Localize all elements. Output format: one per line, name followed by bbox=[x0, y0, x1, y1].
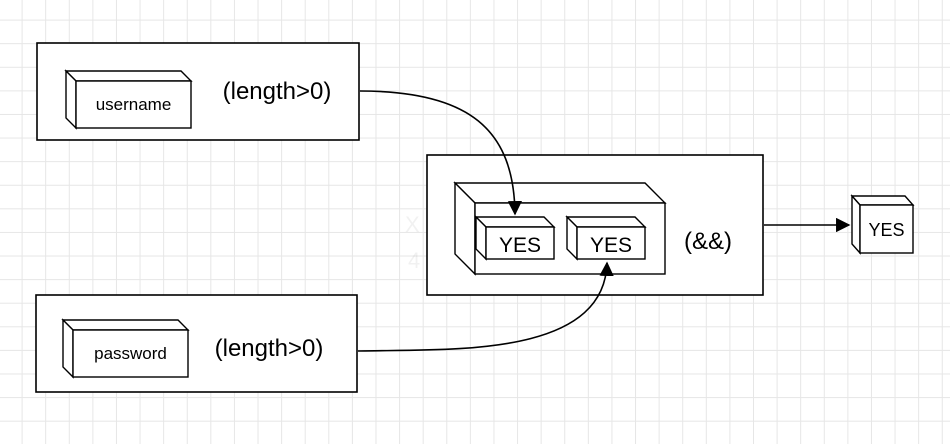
and-operator: (&&) bbox=[684, 228, 732, 255]
password-node[interactable]: password bbox=[61, 318, 190, 379]
username-label: username bbox=[96, 95, 172, 114]
result-label: YES bbox=[868, 220, 904, 240]
edge-password-to-yes[interactable] bbox=[357, 261, 614, 352]
and-group[interactable]: YES YES (&&) bbox=[426, 154, 764, 296]
svg-text:4: 4 bbox=[408, 248, 420, 273]
edge-username-to-yes[interactable] bbox=[359, 90, 523, 216]
username-group[interactable]: username (length>0) bbox=[36, 42, 360, 141]
svg-text:X: X bbox=[405, 212, 420, 237]
password-group[interactable]: password (length>0) bbox=[35, 294, 358, 393]
username-condition: (length>0) bbox=[223, 78, 332, 105]
yes-left-node[interactable]: YES bbox=[474, 215, 556, 261]
username-node[interactable]: username bbox=[64, 69, 193, 130]
yes-right-label: YES bbox=[590, 234, 632, 257]
password-condition: (length>0) bbox=[215, 335, 324, 362]
password-label: password bbox=[94, 344, 167, 363]
result-node[interactable]: YES bbox=[850, 194, 915, 255]
watermark: X 4 bbox=[405, 212, 420, 273]
yes-left-label: YES bbox=[499, 234, 541, 257]
yes-right-node[interactable]: YES bbox=[565, 215, 647, 261]
